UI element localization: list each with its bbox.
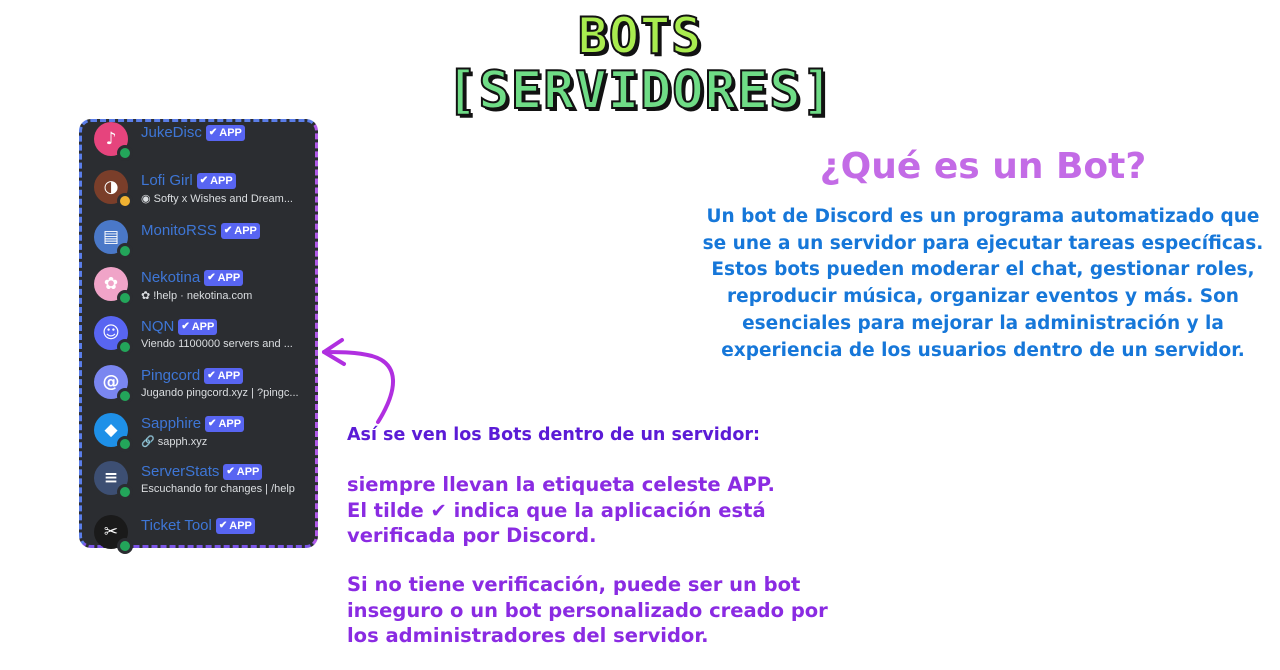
member-activity: ◉Softy x Wishes and Dream... <box>141 192 313 205</box>
status-indicator-icon <box>117 243 133 259</box>
verified-check-icon: ✔ <box>207 370 216 381</box>
member-row[interactable]: ✿Nekotina✔APP✿!help · nekotina.com <box>94 267 316 311</box>
member-activity: Jugando pingcord.xyz | ?pingc... <box>141 387 313 399</box>
member-name-label: Ticket Tool <box>141 517 212 534</box>
activity-icon: 🔗 <box>141 436 155 448</box>
activity-text: !help · nekotina.com <box>153 290 253 302</box>
member-name[interactable]: Pingcord✔APP <box>141 367 244 384</box>
member-row[interactable]: ◑Lofi Girl✔APP◉Softy x Wishes and Dream.… <box>94 170 316 214</box>
verified-check-icon: ✔ <box>208 127 218 138</box>
member-activity: ✿!help · nekotina.com <box>141 289 313 302</box>
member-name-label: Nekotina <box>141 269 201 286</box>
status-indicator-icon <box>117 538 133 554</box>
activity-text: Viendo 1100000 servers and ... <box>141 338 293 350</box>
explainer-title: ¿Qué es un Bot? <box>819 146 1147 187</box>
notes-paragraph-verification: Si no tiene verificación, puede ser un b… <box>347 573 828 647</box>
app-badge: ✔APP <box>204 367 244 384</box>
app-badge: ✔APP <box>215 517 255 534</box>
member-activity: Escuchando for changes | /help <box>141 483 313 495</box>
app-badge-label: APP <box>210 174 233 187</box>
verified-check-icon: ✔ <box>199 175 209 186</box>
member-avatar[interactable]: ♪ <box>94 122 128 156</box>
activity-icon: ✿ <box>141 290 151 302</box>
app-badge: ✔APP <box>204 269 244 286</box>
verified-check-icon: ✔ <box>223 225 233 236</box>
activity-text: Escuchando for changes | /help <box>141 483 295 495</box>
app-badge: ✔APP <box>205 124 245 141</box>
member-name[interactable]: Lofi Girl✔APP <box>141 172 236 189</box>
title-line-1: BOTS <box>577 7 703 65</box>
app-badge-label: APP <box>218 417 242 430</box>
pointer-arrow-icon <box>322 338 395 424</box>
member-row[interactable]: ♪JukeDisc✔APP <box>94 122 316 166</box>
member-activity: Viendo 1100000 servers and ... <box>141 338 313 350</box>
app-badge-label: APP <box>234 224 257 237</box>
app-badge-label: APP <box>217 369 241 382</box>
member-row[interactable]: ◆Sapphire✔APP🔗sapph.xyz <box>94 413 316 457</box>
app-badge-label: APP <box>236 465 260 478</box>
app-badge: ✔APP <box>178 318 218 335</box>
status-indicator-icon <box>117 339 133 355</box>
member-name[interactable]: Nekotina✔APP <box>141 269 244 286</box>
activity-text: Softy x Wishes and Dream... <box>153 193 293 205</box>
member-row[interactable]: ▤MonitoRSS✔APP <box>94 220 316 264</box>
notes-paragraph-tag: siempre llevan la etiqueta celeste APP. … <box>347 473 775 547</box>
app-badge: ✔APP <box>220 222 260 239</box>
member-activity: 🔗sapph.xyz <box>141 435 313 448</box>
member-row[interactable]: ✂Ticket Tool✔APP <box>94 515 316 559</box>
member-name-label: Lofi Girl <box>141 172 193 189</box>
member-name[interactable]: Ticket Tool✔APP <box>141 517 255 534</box>
member-name-label: Sapphire <box>141 415 202 432</box>
app-badge-label: APP <box>219 126 242 139</box>
app-badge-label: APP <box>191 320 215 333</box>
app-badge-label: APP <box>229 519 252 532</box>
status-indicator-icon <box>117 436 133 452</box>
app-badge: ✔APP <box>196 172 236 189</box>
verified-check-icon: ✔ <box>207 272 216 283</box>
member-name-label: JukeDisc <box>141 124 202 141</box>
verified-check-icon: ✔ <box>208 418 217 429</box>
app-badge: ✔APP <box>205 415 245 432</box>
app-badge: ✔APP <box>223 463 263 480</box>
notes-heading: Así se ven los Bots dentro de un servido… <box>347 425 760 445</box>
verified-check-icon: ✔ <box>181 321 190 332</box>
member-name[interactable]: Sapphire✔APP <box>141 415 245 432</box>
member-name-label: NQN <box>141 318 175 335</box>
app-badge-label: APP <box>217 271 241 284</box>
member-name-label: MonitoRSS <box>141 222 217 239</box>
title-line-2: [SERVIDORES] <box>445 61 834 121</box>
member-name[interactable]: MonitoRSS✔APP <box>141 222 260 239</box>
status-indicator-icon <box>117 290 133 306</box>
verified-check-icon: ✔ <box>218 520 228 531</box>
activity-text: sapph.xyz <box>157 436 208 448</box>
member-name[interactable]: NQN✔APP <box>141 318 218 335</box>
member-name-label: ServerStats <box>141 463 220 480</box>
status-indicator-icon <box>117 484 133 500</box>
member-name[interactable]: JukeDisc✔APP <box>141 124 245 141</box>
activity-icon: ◉ <box>141 193 151 205</box>
member-list-panel: ♪JukeDisc✔APP◑Lofi Girl✔APP◉Softy x Wish… <box>79 119 318 554</box>
status-indicator-icon <box>117 388 133 404</box>
member-name[interactable]: ServerStats✔APP <box>141 463 263 480</box>
status-indicator-icon <box>117 193 133 209</box>
member-name-label: Pingcord <box>141 367 201 384</box>
explainer-body: Un bot de Discord es un programa automat… <box>702 206 1264 361</box>
verified-check-icon: ✔ <box>226 466 235 477</box>
member-avatar[interactable]: ≡ <box>94 461 128 495</box>
activity-text: Jugando pingcord.xyz | ?pingc... <box>141 387 299 399</box>
status-indicator-icon <box>117 145 133 161</box>
